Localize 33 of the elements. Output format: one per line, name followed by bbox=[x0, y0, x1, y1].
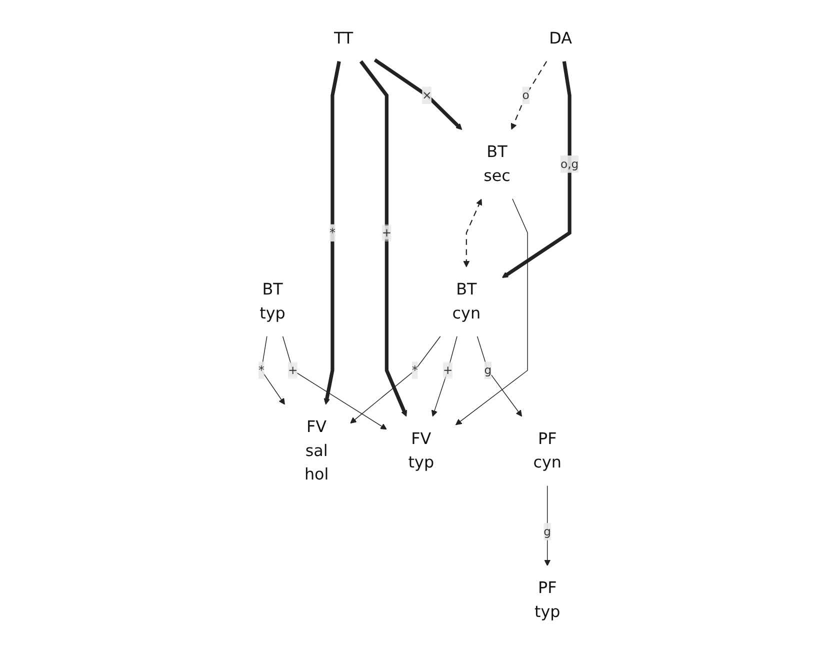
arrow bbox=[511, 61, 548, 130]
edge-label: * bbox=[412, 363, 418, 377]
edge-label: × bbox=[422, 88, 432, 102]
arrow bbox=[432, 336, 458, 417]
arrow bbox=[544, 485, 551, 566]
edge-label: + bbox=[288, 363, 298, 377]
edge-label: g bbox=[484, 363, 492, 377]
edge-label: + bbox=[443, 363, 453, 377]
edge-label: * bbox=[330, 226, 336, 240]
node-text: BT typ bbox=[260, 280, 286, 323]
node-text: FV sal hol bbox=[304, 418, 329, 484]
arrow bbox=[282, 336, 388, 430]
arrow bbox=[261, 336, 286, 405]
edge-label: o bbox=[522, 88, 530, 102]
arrow bbox=[374, 58, 462, 130]
node-text: PF typ bbox=[534, 579, 560, 622]
node-text: PF cyn bbox=[533, 430, 562, 472]
node-text: FV typ bbox=[408, 430, 434, 472]
edge-label: + bbox=[382, 226, 392, 240]
edge-label: * bbox=[258, 363, 264, 377]
edge-label: g bbox=[544, 524, 552, 538]
arrow bbox=[360, 60, 408, 417]
edge-label: o,g bbox=[560, 156, 579, 171]
arrow bbox=[350, 336, 441, 424]
arrow bbox=[456, 198, 528, 426]
node-text: DA bbox=[549, 30, 572, 48]
node-text: BT cyn bbox=[452, 280, 481, 323]
node-text: TT bbox=[334, 30, 354, 48]
arrow bbox=[502, 61, 572, 278]
node-text: BT sec bbox=[484, 143, 511, 186]
arrow bbox=[477, 336, 522, 417]
arrow bbox=[324, 61, 342, 405]
arrow bbox=[463, 198, 482, 268]
